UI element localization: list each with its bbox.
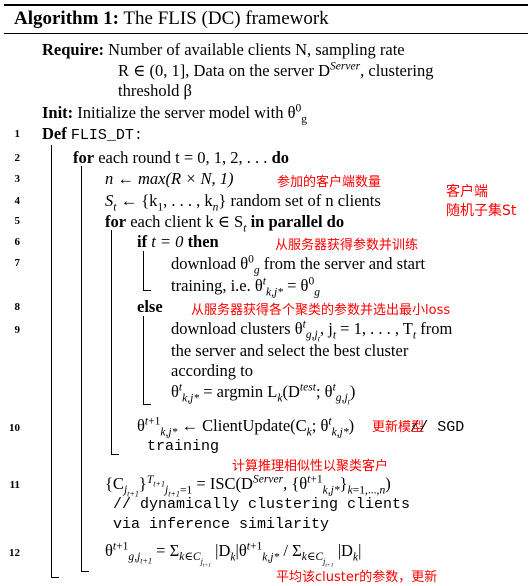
line-3: n ← max(R × N, 1) xyxy=(105,169,234,188)
line-7a: download θ0g from the server and start xyxy=(171,253,426,277)
annotation-get-params-train: 从服务器获得参数并训练 xyxy=(275,238,419,253)
line-9b: the server and select the best cluster xyxy=(171,341,409,360)
line-9d: θtk,j* = argmin Lk(Dtest; θtg,jt) xyxy=(171,381,356,407)
line-number: 2 xyxy=(14,152,21,164)
if-end xyxy=(143,290,151,291)
top-rule xyxy=(4,4,528,6)
algorithm-title: Algorithm 1: The FLIS (DC) framework xyxy=(14,8,329,29)
line-number: 4 xyxy=(14,195,21,207)
require-line-2: R ∈ (0, 1], Data on the server DServer, … xyxy=(118,60,434,80)
line-11: {Cjt+1}Tt+1jt+1=1 = ISC(DServer, {θt+1k,… xyxy=(105,473,391,499)
line-number: 7 xyxy=(14,257,21,269)
for-round-bar xyxy=(81,166,82,572)
line-number: 6 xyxy=(14,236,21,248)
line-number: 8 xyxy=(14,301,21,313)
line-number: 12 xyxy=(9,547,20,559)
annotation-random-subset: 随机子集St xyxy=(446,203,517,219)
line-2: for each round t = 0, 1, 2, . . . do xyxy=(73,148,289,167)
require-line-1: Require: Number of available clients N, … xyxy=(42,40,405,59)
line-number: 1 xyxy=(14,128,21,140)
annotation-client-label: 客户端 xyxy=(446,184,488,200)
for-client-bar xyxy=(111,230,112,455)
annotation-compute-similarity: 计算推理相似性以聚类客户 xyxy=(232,459,389,474)
annotation-get-cluster-params: 从服务器获得各个聚类的参数并选出最小loss xyxy=(191,303,451,318)
for-round-end xyxy=(81,571,89,572)
line-12: θt+1g,jt+1 = Σk∈Cjt+1 |Dk|θt+1k,j* / Σk∈… xyxy=(105,540,362,569)
for-client-end xyxy=(111,454,119,455)
title-rule xyxy=(4,33,528,34)
annotation-client-count: 参加的客户端数量 xyxy=(277,175,382,190)
line-8: else xyxy=(137,297,163,316)
line-11-comment-2: via inference similarity xyxy=(113,516,330,533)
def-scope-bar xyxy=(51,145,52,578)
annotation-average-cluster: 平均该cluster的参数，更新 xyxy=(276,570,438,585)
line-number: 10 xyxy=(9,422,20,434)
line-7b: training, i.e. θtk,j* = θ0g xyxy=(171,275,321,299)
annotation-update-model: 更新模型 xyxy=(372,420,425,435)
init-line: Init: Initialize the server model with θ… xyxy=(42,102,308,126)
else-end xyxy=(143,404,151,405)
line-9a: download clusters θtg,jt, jt = 1, . . . … xyxy=(171,318,453,344)
def-scope-end xyxy=(51,577,59,578)
line-10b: training xyxy=(147,438,220,455)
if-bar xyxy=(143,251,144,291)
line-10a: θt+1k,j* ← ClientUpdate(Ck; θtk,j*) // S… xyxy=(137,415,465,439)
require-line-3: threshold β xyxy=(118,81,192,100)
line-4: St ← {k1, . . . , kn} random set of n cl… xyxy=(105,191,381,214)
line-number: 9 xyxy=(14,324,21,336)
line-6: if t = 0 then xyxy=(137,232,219,251)
line-11-comment-1: // dynamically clustering clients xyxy=(113,496,411,513)
line-number: 3 xyxy=(14,173,21,185)
line-1: Def FLIS_DT: xyxy=(42,124,143,144)
line-9c: according to xyxy=(171,361,254,380)
line-number: 11 xyxy=(9,479,20,491)
else-bar xyxy=(143,316,144,405)
line-5: for each client k ∈ St in parallel do xyxy=(105,212,345,235)
line-number: 5 xyxy=(14,215,21,227)
